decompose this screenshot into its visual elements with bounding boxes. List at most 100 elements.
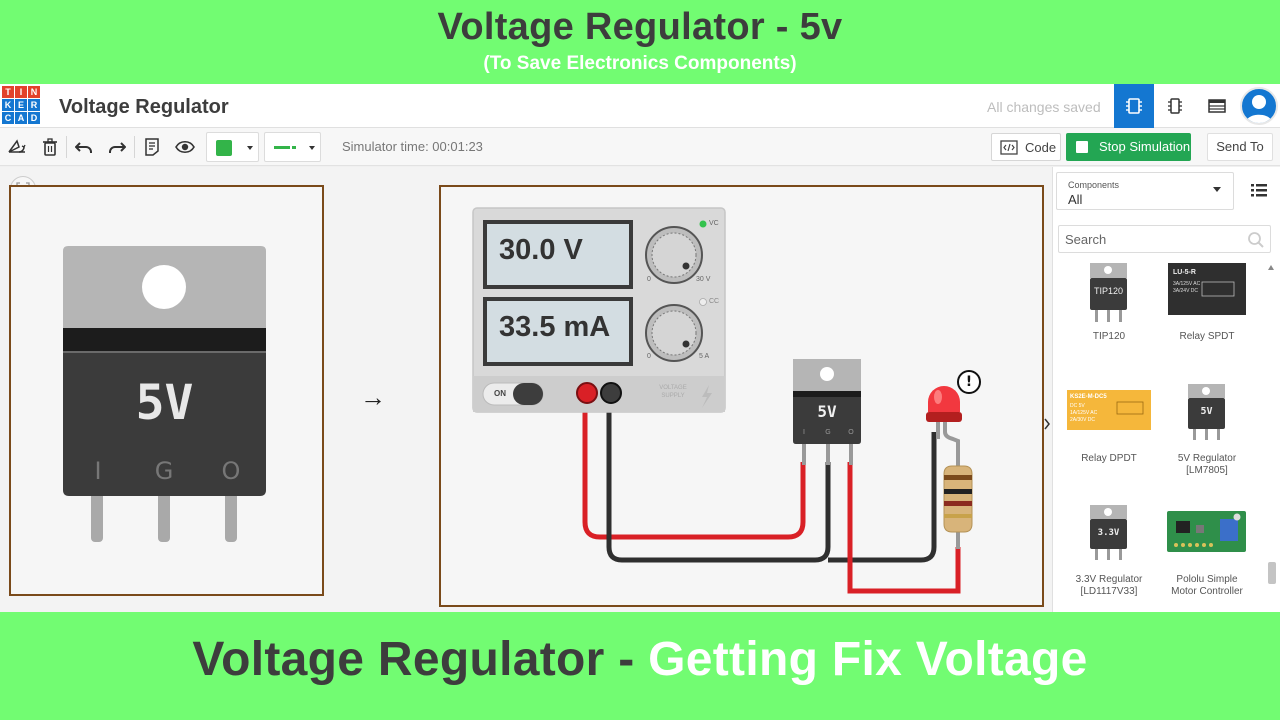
tinkercad-logo[interactable]: T I N K E R C A D xyxy=(2,86,40,124)
code-button-label: Code xyxy=(1025,140,1057,155)
logo-letter: C xyxy=(2,112,14,124)
bottom-banner-text: Voltage Regulator - Getting Fix Voltage xyxy=(0,612,1280,687)
bottom-banner: Voltage Regulator - Getting Fix Voltage xyxy=(0,612,1280,720)
redo-button[interactable] xyxy=(106,136,128,158)
rotate-icon xyxy=(8,139,26,153)
vc-label: VC xyxy=(709,220,719,227)
component-part-number: [LM7805] xyxy=(1186,465,1228,476)
logo-letter: E xyxy=(15,99,27,111)
notes-icon xyxy=(145,138,159,156)
chevron-down-icon xyxy=(247,146,253,150)
component-relay-spdt[interactable]: LU-5-R 3A/125V AC 3A/24V DC Relay SPDT xyxy=(1156,260,1258,380)
simulator-time: Simulator time: 00:01:23 xyxy=(342,139,483,154)
component-name: Relay SPDT xyxy=(1179,331,1235,342)
save-status: All changes saved xyxy=(987,99,1101,115)
notes-button[interactable] xyxy=(141,136,163,158)
tip120-chip-text: TIP120 xyxy=(1093,286,1124,296)
component-name: 5V Regulator xyxy=(1177,453,1237,464)
component-tip120[interactable]: TIP120 TIP120 xyxy=(1058,260,1160,380)
relay-spdt-chip-text: LU-5-R xyxy=(1173,269,1196,276)
color-swatch xyxy=(216,140,232,156)
color-picker[interactable] xyxy=(206,132,259,162)
search-input[interactable] xyxy=(1065,230,1245,248)
circuit-panel: 30.0 V 33.5 mA VC CC 0 30 V 0 5 A ON VOL… xyxy=(439,185,1044,607)
component-3v3-regulator[interactable]: 3.3V 3.3V Regulator [LD1117V33] xyxy=(1058,503,1160,623)
search-icon xyxy=(1248,232,1264,248)
list-icon xyxy=(1251,184,1267,197)
collapse-sidebar-button[interactable] xyxy=(1042,414,1054,438)
3v3-regulator-chip-text: 3.3V xyxy=(1097,528,1120,538)
logo-letter: K xyxy=(2,99,14,111)
visibility-button[interactable] xyxy=(174,136,196,158)
code-button[interactable]: Code xyxy=(991,133,1061,161)
regulator-icon xyxy=(1090,505,1127,560)
component-pololu-motor-controller[interactable]: Pololu Simple Motor Controller xyxy=(1156,503,1258,623)
logo-letter: D xyxy=(28,112,40,124)
regulator-large-pin-o: O xyxy=(221,457,241,485)
stop-simulation-button[interactable]: Stop Simulation xyxy=(1066,133,1191,161)
component-name-line2: Motor Controller xyxy=(1171,586,1243,597)
component-name: TIP120 xyxy=(1092,331,1126,342)
warning-icon[interactable]: ! xyxy=(965,374,973,390)
regulator-large-label: 5V xyxy=(135,375,194,431)
power-switch[interactable]: ON xyxy=(483,383,543,405)
undo-icon xyxy=(75,142,92,153)
logo-letter: R xyxy=(28,99,40,111)
component-relay-dpdt[interactable]: KS2E-M-DC5 DC 5V 1A/125V AC 2A/30V DC Re… xyxy=(1058,382,1160,502)
sidebar-scrollbar[interactable] xyxy=(1268,562,1276,584)
regulator-large-pin-g: G xyxy=(154,457,174,485)
schematic-view-button[interactable] xyxy=(1155,84,1195,128)
logo-letter: N xyxy=(28,86,40,98)
wire-style-swatch xyxy=(274,146,290,149)
send-to-button[interactable]: Send To xyxy=(1207,133,1273,161)
list-view-button[interactable] xyxy=(1250,182,1268,198)
supply-brand-line2: SUPPLY xyxy=(661,393,685,399)
components-filter-caption: Components xyxy=(1068,180,1120,190)
component-name: Relay DPDT xyxy=(1081,453,1137,464)
component-search[interactable] xyxy=(1058,225,1271,253)
delete-icon xyxy=(43,138,57,156)
user-icon xyxy=(1246,95,1272,123)
undo-button[interactable] xyxy=(73,136,95,158)
rotate-button[interactable] xyxy=(6,136,28,158)
component-list-view-button[interactable] xyxy=(1197,84,1237,128)
relay-dpdt-chip-text: KS2E-M-DC5 xyxy=(1070,394,1107,400)
regulator-small-pin-i: I xyxy=(803,429,805,436)
toolbar-divider xyxy=(134,136,135,158)
wire-style-swatch xyxy=(292,146,296,149)
component-name: 3.3V Regulator xyxy=(1075,574,1143,585)
circuit-drawing xyxy=(472,207,981,594)
app-bar: T I N K E R C A D Voltage Regulator All … xyxy=(0,84,1280,128)
scroll-up-arrow[interactable] xyxy=(1268,265,1274,270)
breadboard-icon xyxy=(1126,98,1142,114)
current-knob-min: 0 xyxy=(647,353,651,360)
component-5v-regulator[interactable]: 5V 5V Regulator [LM7805] xyxy=(1156,382,1258,502)
user-avatar[interactable] xyxy=(1240,87,1278,125)
regulator-small-label: 5V xyxy=(817,402,837,421)
relay-dpdt-rating-coil: DC 5V xyxy=(1070,403,1085,409)
component-name: Pololu Simple xyxy=(1176,574,1238,585)
chip-icon xyxy=(1168,98,1182,114)
eye-icon xyxy=(175,140,195,154)
components-filter-select[interactable]: Components All xyxy=(1056,172,1234,210)
delete-button[interactable] xyxy=(39,136,61,158)
relay-icon xyxy=(1168,263,1246,315)
stop-simulation-label: Stop Simulation xyxy=(1099,139,1191,154)
regulator-large-pin-i: I xyxy=(94,457,102,485)
top-banner: Voltage Regulator - 5v (To Save Electron… xyxy=(0,0,1280,84)
voltage-display: 30.0 V xyxy=(499,234,583,266)
wire-type-picker[interactable] xyxy=(264,132,321,162)
regulator-small-pin-o: O xyxy=(848,429,854,436)
circuit-view-button[interactable] xyxy=(1114,84,1154,128)
chevron-right-icon xyxy=(1044,418,1050,430)
transistor-icon xyxy=(1090,263,1127,322)
component-part-number: [LD1117V33] xyxy=(1080,586,1138,597)
fit-view-icon xyxy=(16,182,30,196)
regulator-icon xyxy=(1188,384,1225,440)
chevron-down-icon xyxy=(309,146,315,150)
relay-spdt-rating-ac: 3A/125V AC xyxy=(1173,281,1201,287)
relay-icon xyxy=(1067,390,1151,430)
project-title[interactable]: Voltage Regulator xyxy=(59,96,229,118)
components-filter-value: All xyxy=(1068,192,1083,207)
current-display: 33.5 mA xyxy=(499,311,611,343)
